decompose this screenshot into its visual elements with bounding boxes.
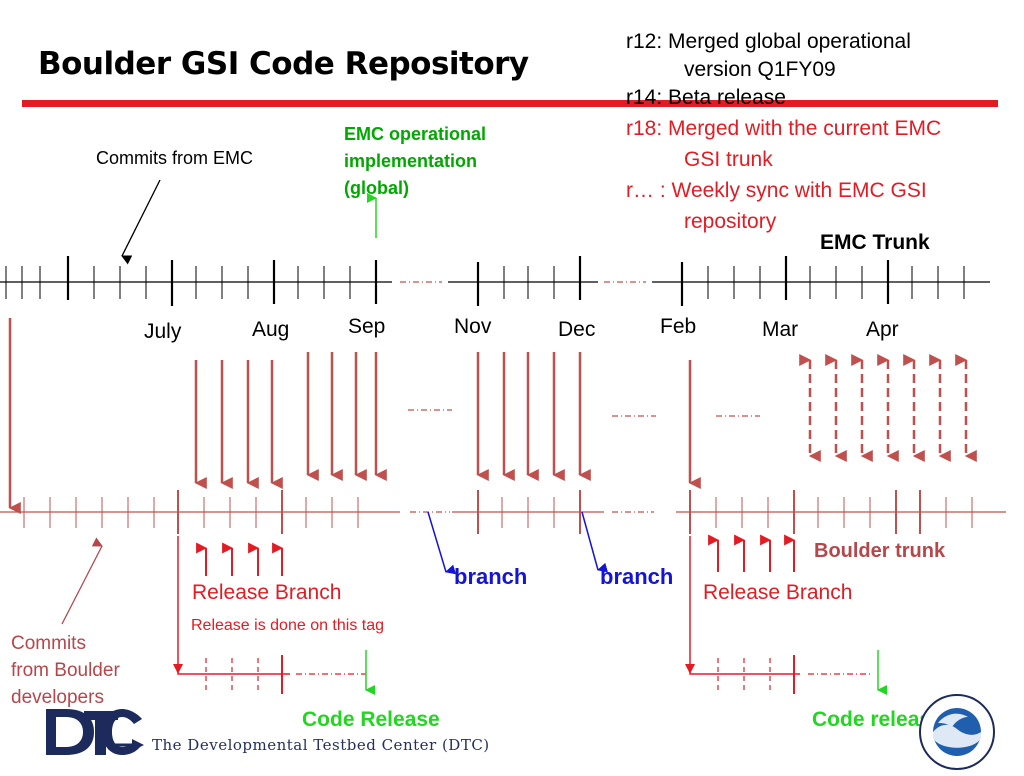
legend-rsync-line2: repository bbox=[684, 210, 777, 233]
boulder-commit-arrows bbox=[196, 534, 796, 576]
commits-boulder-line2: from Boulder bbox=[11, 660, 120, 681]
revision-legend: r12: Merged global operational version Q… bbox=[626, 26, 941, 237]
release-tag-note: Release is done on this tag bbox=[191, 617, 385, 634]
month-label: Apr bbox=[866, 318, 899, 341]
commits-boulder-line1: Commits bbox=[11, 633, 86, 654]
commits-from-boulder-pointer bbox=[61, 537, 103, 625]
legend-r14: r14: Beta release bbox=[626, 86, 786, 109]
month-label: Aug bbox=[252, 318, 290, 341]
emc-trunk-minor-ticks bbox=[5, 266, 965, 299]
dtc-logo bbox=[38, 705, 148, 768]
branch-label-left: branch bbox=[454, 564, 528, 589]
emc-operational-line2: implementation bbox=[344, 151, 478, 171]
legend-r12-line2: version Q1FY09 bbox=[684, 58, 836, 81]
release-branch-left bbox=[177, 536, 290, 675]
mid-gap-markers bbox=[408, 409, 760, 417]
branch-arrow-right bbox=[581, 511, 609, 573]
weekly-sync-arrows bbox=[799, 354, 977, 462]
emc-operational-label: EMC operational implementation (global) bbox=[344, 121, 486, 202]
legend-r18-line2: GSI trunk bbox=[684, 148, 773, 171]
emc-trunk-label: EMC Trunk bbox=[820, 231, 930, 254]
emc-trunk-major-ticks bbox=[66, 256, 890, 306]
title-underline bbox=[22, 100, 998, 107]
legend-rsync-line1: r… : Weekly sync with EMC GSI bbox=[626, 179, 927, 202]
boulder-trunk-major-ticks bbox=[177, 490, 921, 534]
month-label: Feb bbox=[660, 315, 697, 338]
release-branch-left-label: Release Branch bbox=[192, 581, 342, 604]
code-release-left-label: Code Release bbox=[302, 708, 440, 731]
page-title: Boulder GSI Code Repository bbox=[38, 46, 529, 82]
commits-from-emc-label: Commits from EMC bbox=[96, 148, 253, 168]
legend-r12-line1: r12: Merged global operational bbox=[626, 30, 911, 53]
month-label: Sep bbox=[348, 315, 386, 338]
commits-boulder-line3: developers bbox=[11, 687, 104, 708]
month-label: Mar bbox=[762, 318, 799, 341]
noaa-logo bbox=[918, 693, 996, 776]
code-release-right-label: Code release bbox=[812, 708, 943, 731]
month-label: Dec bbox=[558, 318, 596, 341]
branch-label-right: branch bbox=[600, 564, 674, 589]
legend-r18-line1: r18: Merged with the current EMC bbox=[626, 117, 942, 140]
month-label: Nov bbox=[454, 315, 492, 338]
emc-operational-line3: (global) bbox=[344, 178, 409, 198]
commits-from-boulder-label: Commits from Boulder developers bbox=[11, 630, 120, 711]
boulder-trunk-minor-ticks bbox=[23, 497, 973, 528]
boulder-trunk-label: Boulder trunk bbox=[814, 540, 946, 562]
emc-operational-line1: EMC operational bbox=[344, 124, 487, 144]
dtc-center-name: The Developmental Testbed Center (DTC) bbox=[152, 736, 490, 754]
month-label: July bbox=[144, 320, 182, 343]
commits-from-emc-pointer bbox=[121, 179, 161, 265]
release-branch-right-label: Release Branch bbox=[703, 581, 853, 604]
sync-down-arrows bbox=[194, 352, 701, 489]
branch-arrow-left bbox=[427, 511, 457, 575]
